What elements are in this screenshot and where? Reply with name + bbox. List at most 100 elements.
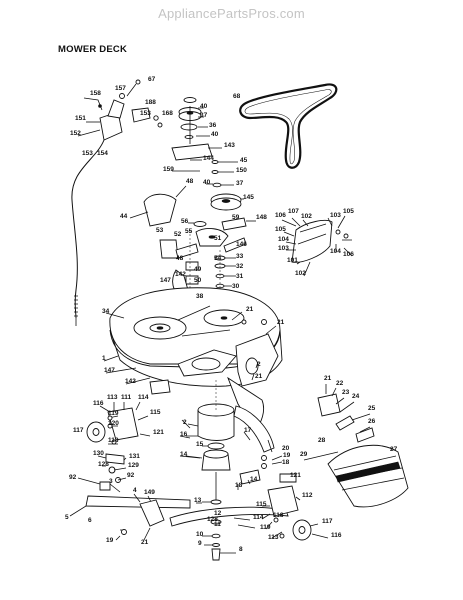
part-callout: 144	[203, 155, 214, 162]
part-callout: 154	[97, 150, 108, 157]
part-callout: 104	[330, 248, 341, 255]
part-callout: 4	[133, 487, 137, 494]
part-callout: 9	[198, 540, 202, 547]
part-callout: 117	[73, 427, 84, 434]
part-callout: 148	[256, 214, 267, 221]
part-callout: 16	[180, 431, 188, 438]
part-callout: 3	[109, 478, 113, 485]
part-callout: 51	[214, 235, 222, 242]
part-callout: 40	[200, 103, 208, 110]
part-callout: 2	[183, 419, 187, 426]
part-callout: 112	[302, 492, 313, 499]
part-callout: 21	[277, 319, 285, 326]
part-callout: 119	[108, 410, 119, 417]
part-callout: 27	[390, 446, 398, 453]
part-callout: 6	[88, 517, 92, 524]
part-callout: 59	[232, 214, 240, 221]
part-callout: 1	[102, 355, 106, 362]
part-callout: 131	[129, 453, 140, 460]
part-callout: 21	[324, 375, 332, 382]
part-callout: 111	[121, 394, 132, 401]
part-callout: 128	[98, 461, 109, 468]
part-callout: 158	[90, 90, 101, 97]
part-callout: 50	[194, 277, 202, 284]
part-callout: 157	[115, 85, 126, 92]
part-callout: 118	[273, 512, 284, 519]
part-callout: 21	[141, 539, 149, 546]
part-callout: 44	[120, 213, 128, 220]
part-callout: 113	[268, 534, 279, 541]
part-callout: 150	[236, 167, 247, 174]
part-callout: 38	[196, 293, 204, 300]
part-callout: 117	[322, 518, 333, 525]
part-callout: 22	[336, 380, 344, 387]
part-callout: 32	[236, 263, 244, 270]
part-callout: 49	[194, 266, 202, 273]
part-callout: 152	[70, 130, 81, 137]
part-callout: 20	[282, 445, 290, 452]
part-callout: 45	[240, 157, 248, 164]
part-callout: 21	[255, 373, 263, 380]
part-callout: 115	[150, 409, 161, 416]
part-callout: 36	[209, 122, 217, 129]
part-callout: 37	[236, 180, 244, 187]
part-callout: 147	[160, 277, 171, 284]
part-callout: 128	[207, 516, 218, 523]
part-callout: 55	[185, 228, 193, 235]
part-callout: 143	[224, 142, 235, 149]
part-callout: 18	[282, 459, 290, 466]
part-callout: 92	[127, 472, 135, 479]
part-callout: 48	[176, 255, 184, 262]
part-callout: 102	[301, 213, 312, 220]
part-callout: 19	[106, 537, 114, 544]
part-callout: 33	[236, 253, 244, 260]
part-callout: 103	[278, 245, 289, 252]
part-callout: 168	[162, 110, 173, 117]
part-callout: 5	[65, 514, 69, 521]
part-callout: 118	[108, 437, 119, 444]
part-callout: 106	[343, 251, 354, 258]
discharge-shield	[281, 215, 353, 277]
part-callout: 68	[233, 93, 241, 100]
part-callout: 114	[253, 514, 264, 521]
part-callout: 113	[107, 394, 118, 401]
drive-belt	[239, 83, 338, 169]
part-callout: 24	[352, 393, 360, 400]
part-callout: 116	[93, 400, 104, 407]
part-callout: 40	[203, 179, 211, 186]
part-callout: 121	[290, 472, 301, 479]
part-callout: 52	[174, 231, 182, 238]
part-callout: 188	[145, 99, 156, 106]
part-callout: 106	[275, 212, 286, 219]
right-gauge-wheel	[261, 473, 329, 541]
part-callout: 129	[128, 462, 139, 469]
part-callout: 147	[104, 367, 115, 374]
part-callout: 2	[257, 361, 261, 368]
part-callout: 48	[186, 178, 194, 185]
part-callout: 54	[214, 255, 222, 262]
part-callout: 14	[180, 451, 188, 458]
blade-spindle-assembly	[169, 380, 289, 561]
part-callout: 102	[295, 270, 306, 277]
part-callout: 17	[244, 427, 252, 434]
part-callout: 26	[368, 418, 376, 425]
part-callout: 56	[181, 218, 189, 225]
part-callout: 145	[243, 194, 254, 201]
part-callout: 149	[144, 489, 155, 496]
part-callout: 153	[82, 150, 93, 157]
part-callout: 107	[288, 208, 299, 215]
part-callout: 23	[342, 389, 350, 396]
discharge-chute	[303, 384, 409, 508]
part-callout: 53	[156, 227, 164, 234]
part-callout: 120	[108, 420, 119, 427]
part-callout: 159	[163, 166, 174, 173]
part-callout: 10	[196, 531, 204, 538]
belt-keeper-parts	[179, 419, 283, 504]
part-callout: 153	[140, 110, 151, 117]
part-callout: 18	[235, 482, 243, 489]
part-callout: 13	[194, 497, 202, 504]
part-callout: 12	[214, 510, 222, 517]
part-callout: 151	[75, 115, 86, 122]
